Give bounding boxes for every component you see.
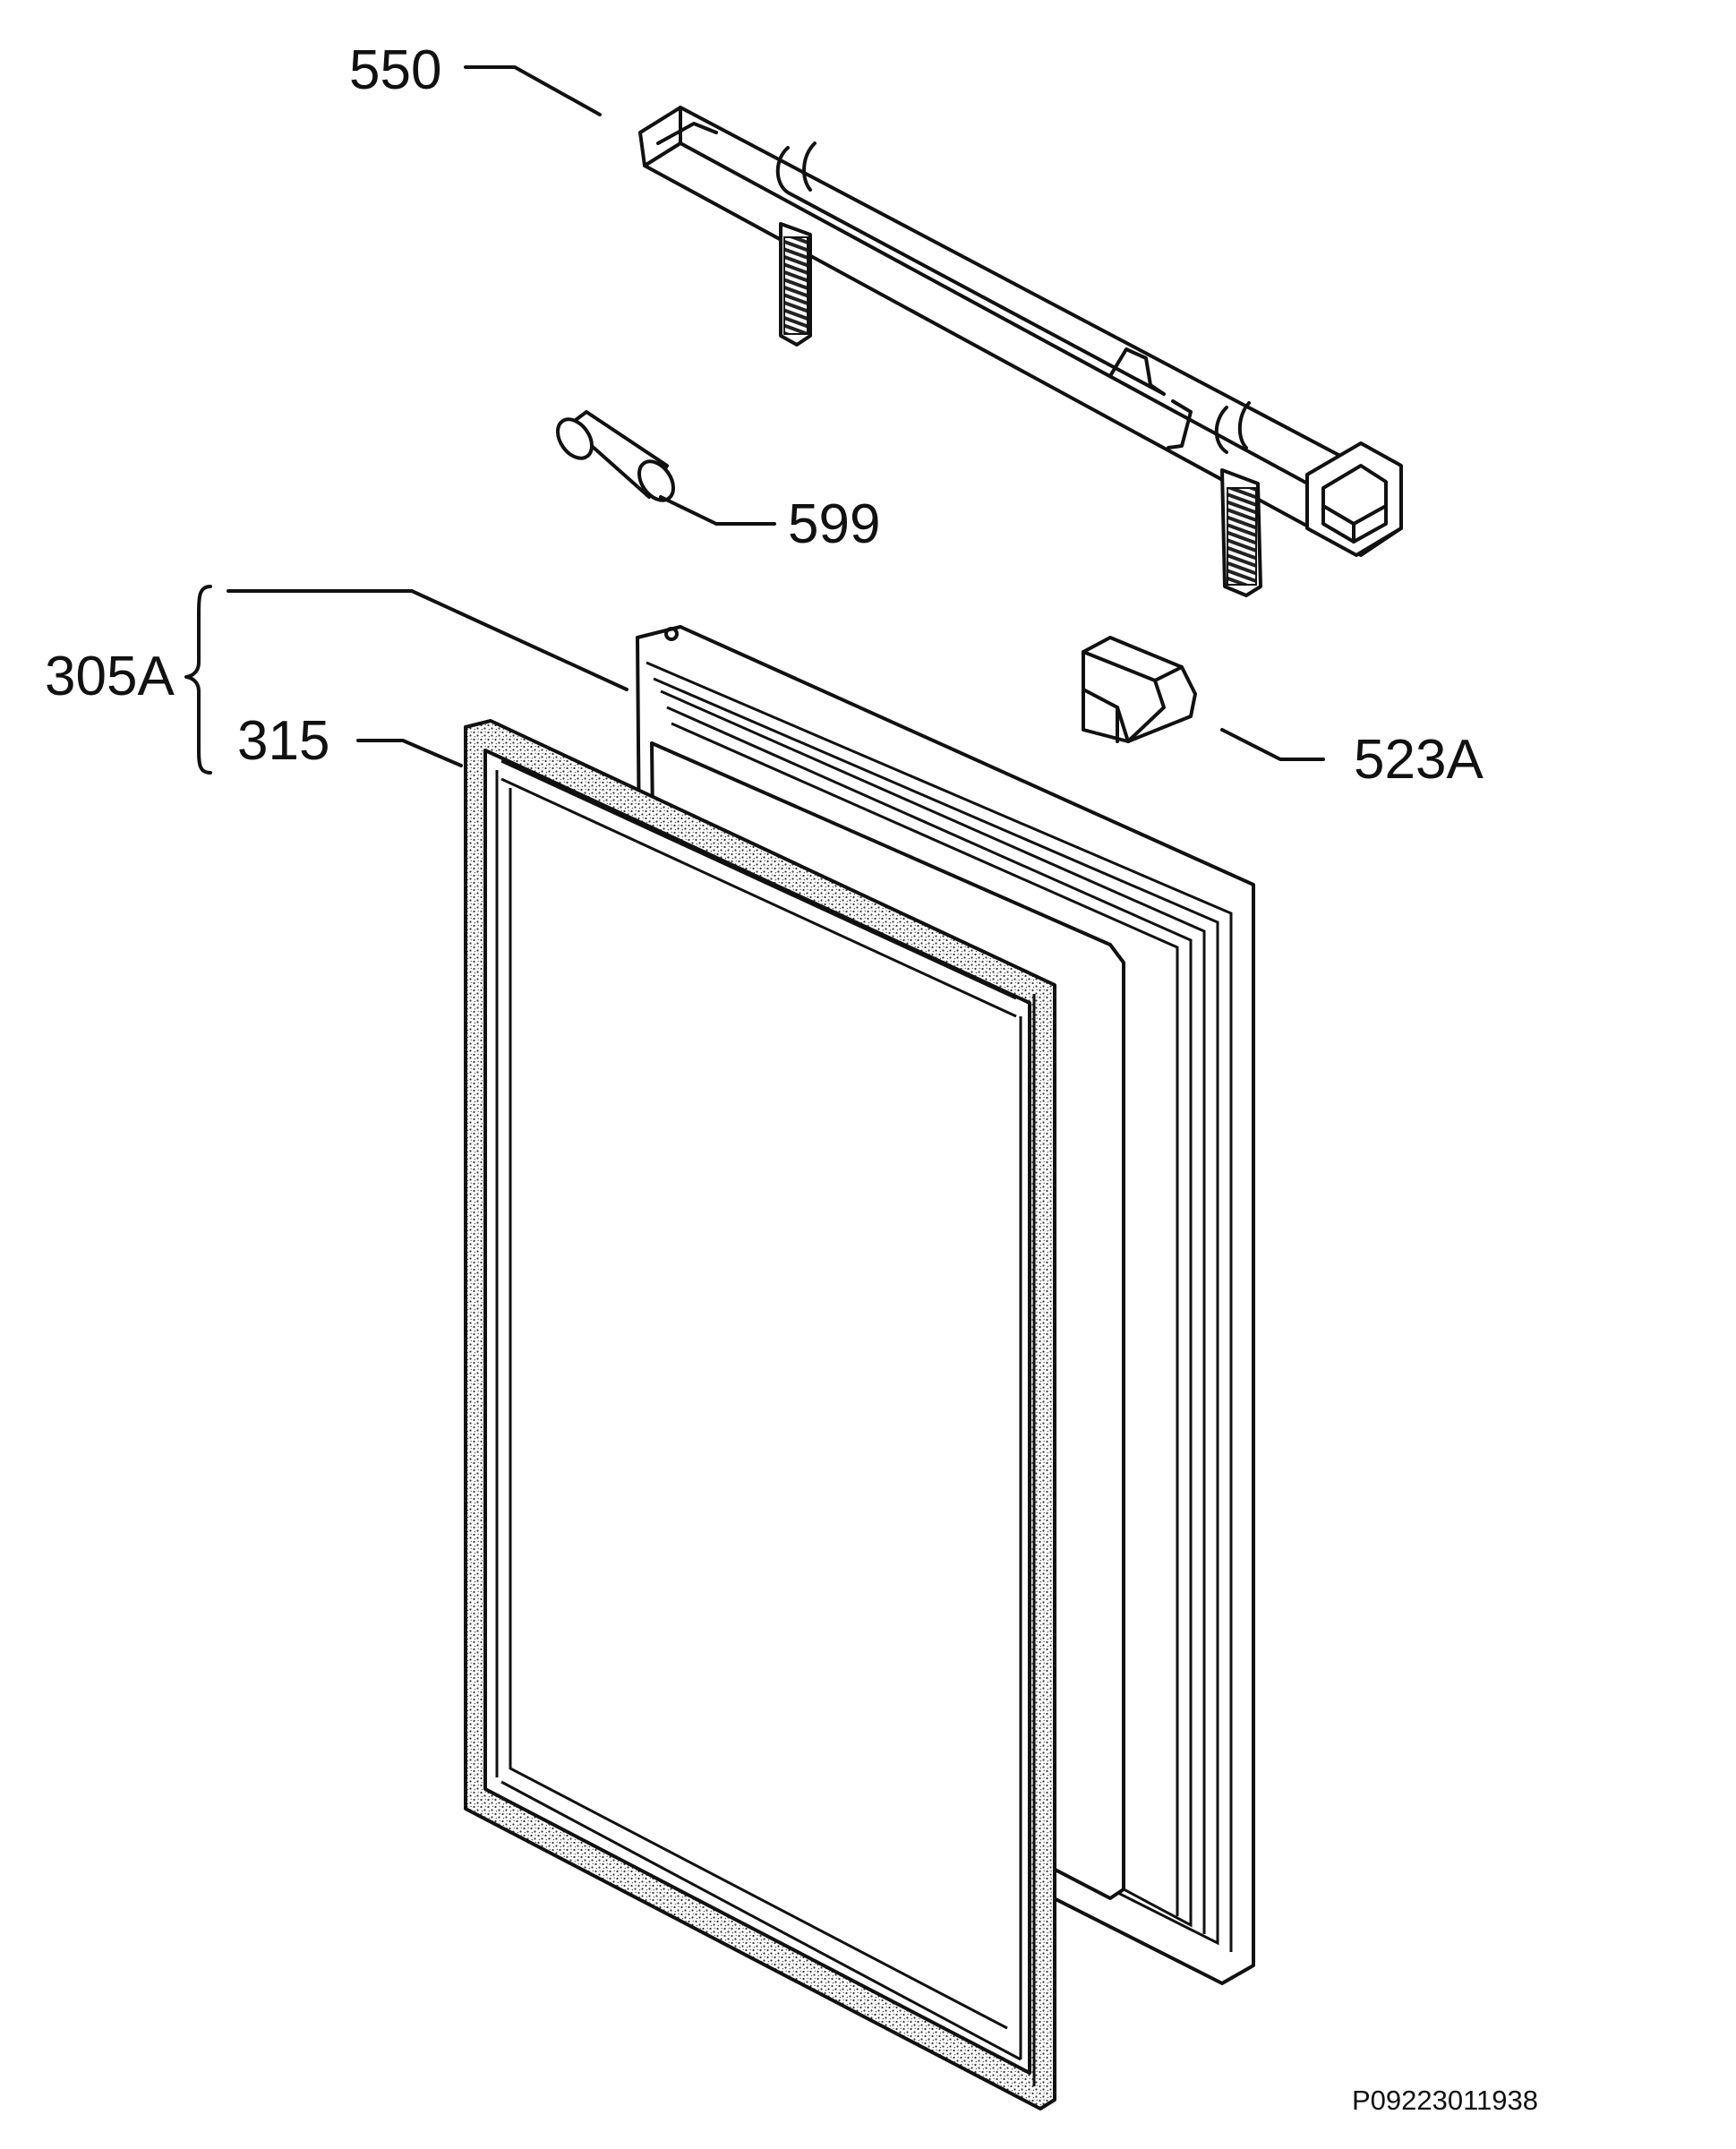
leader-lines: [184, 65, 1325, 775]
leader-305a: [227, 589, 629, 691]
door-handle-part: [638, 106, 1403, 597]
drawing-number: P09223011938: [1352, 2085, 1539, 2116]
leader-599: [659, 495, 776, 526]
door-stop-block-part: [1082, 636, 1197, 743]
callout-305a: 305A: [45, 646, 175, 707]
callout-315: 315: [237, 710, 330, 772]
leader-315: [356, 739, 463, 767]
callout-599: 599: [788, 493, 881, 555]
callout-523a: 523A: [1354, 729, 1484, 791]
hinge-pin-part: [555, 410, 676, 502]
assembly-brace: [184, 585, 212, 775]
leader-523a: [1220, 728, 1325, 761]
leader-550: [464, 65, 602, 116]
callout-550: 550: [349, 39, 442, 101]
door-gasket-part: [464, 719, 1056, 2110]
